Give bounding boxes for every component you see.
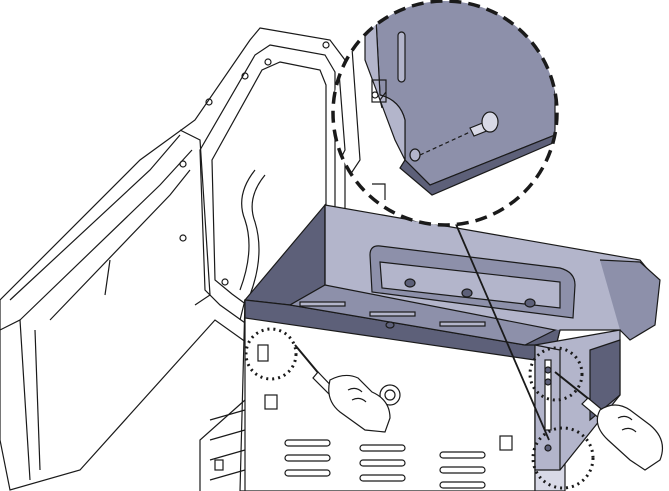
rear-panel-assembly [243, 203, 661, 471]
leader-lines [454, 221, 550, 441]
location-circles [244, 327, 595, 490]
screwdriver-left [294, 344, 391, 433]
screwdriver-right [554, 371, 663, 471]
zoom-detail [331, 0, 559, 227]
cabinet-vents [284, 439, 486, 489]
left-screw-location [244, 327, 298, 381]
right-lower-screw-location [531, 426, 595, 490]
right-upper-screw-location [528, 346, 584, 402]
